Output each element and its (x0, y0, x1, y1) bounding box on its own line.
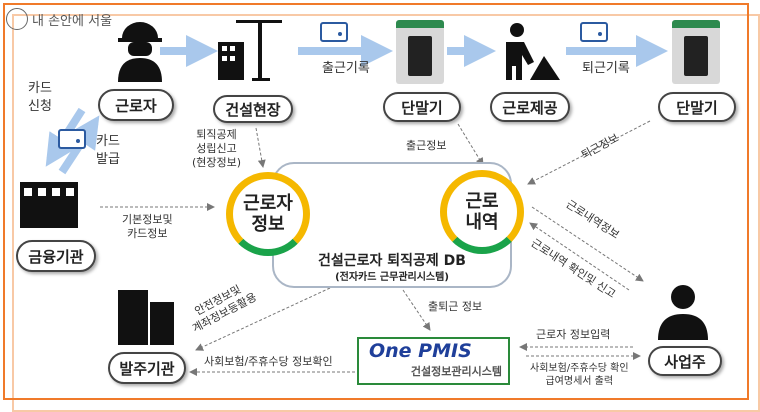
logo-text: 내 손안에 서울 (32, 13, 113, 29)
pmis-logo: One PMIS 건설정보관리시스템 (357, 337, 510, 385)
label-insurance-output: 사회보험/주휴수당 확인 급여명세서 출력 (530, 363, 629, 387)
card-icon (580, 22, 608, 42)
node-employer: 사업주 (648, 346, 722, 376)
circle-worker-info: 근로자 정보 (226, 172, 310, 256)
arrow-commute-info (402, 289, 431, 331)
node-construction-site: 건설현장 (213, 95, 293, 123)
label-card-apply: 카드 신청 (28, 81, 52, 114)
label-check-in-info: 출근정보 (406, 139, 447, 152)
outer-frame (3, 3, 749, 400)
employer-person-icon (658, 285, 708, 340)
label-insurance-check: 사회보험/주휴수당 정보확인 (204, 355, 333, 368)
terminal-device-icon (396, 20, 444, 84)
label-commute-info: 출퇴근 정보 (428, 300, 483, 313)
construction-site-icon (218, 20, 282, 81)
inner-frame (12, 14, 760, 412)
office-building-icon (118, 290, 174, 345)
logo: 내 손안에 서울 (6, 8, 112, 30)
pmis-subtitle: 건설정보관리시스템 (410, 365, 502, 378)
node-labor: 근로제공 (490, 92, 570, 122)
label-check-in-record: 출근기록 (322, 61, 370, 76)
label-basic-info: 기본정보및 카드정보 (122, 213, 173, 240)
label-check-out-record: 퇴근기록 (582, 61, 630, 76)
worker-helmet-icon (118, 22, 162, 82)
db-subtitle: (전자카드 근무관리시스템) (335, 272, 449, 283)
terminal-device-icon (672, 20, 720, 84)
node-client: 발주기관 (108, 352, 186, 384)
arrow-site-report (255, 127, 266, 168)
card-icon (320, 22, 348, 42)
circle-work-history: 근로 내역 (440, 170, 524, 254)
label-site-report: 퇴직공제 성립신고 (현장정보) (192, 128, 242, 169)
card-icon (58, 129, 86, 149)
pmis-brand: One PMIS (369, 340, 472, 362)
label-worker-input: 근로자 정보입력 (536, 328, 611, 341)
node-worker: 근로자 (98, 89, 174, 121)
arrow-check-in-info (457, 123, 484, 166)
seoul-logo-icon (6, 8, 28, 30)
arrow-check-out-info (527, 120, 651, 185)
arrow-work-history-info (531, 206, 644, 282)
db-title: 건설근로자 퇴직공제 DB (318, 253, 466, 269)
labor-shovel-icon (506, 23, 560, 80)
label-card-issue: 카드 발급 (96, 134, 120, 167)
node-terminal-1: 단말기 (383, 92, 461, 122)
node-bank: 금융기관 (16, 240, 96, 272)
node-terminal-2: 단말기 (658, 92, 736, 122)
